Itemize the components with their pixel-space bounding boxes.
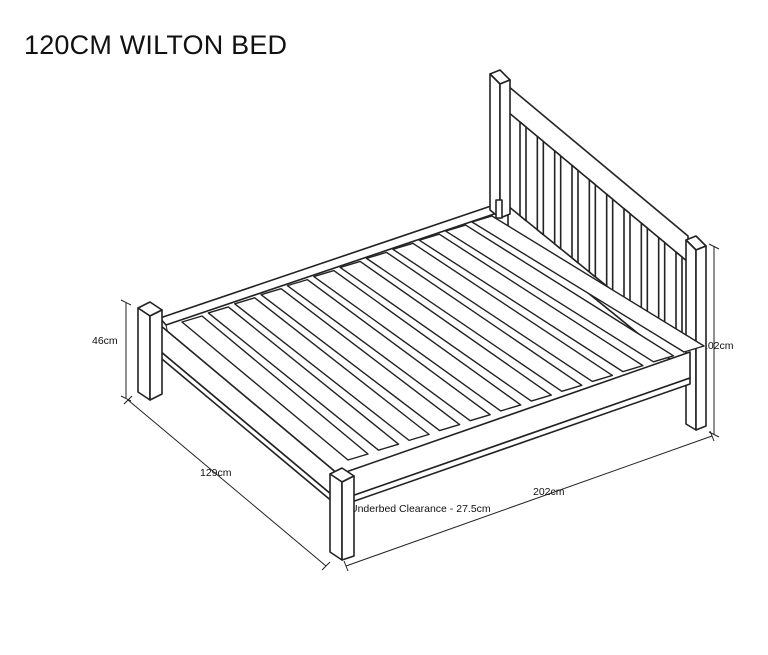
headboard-spindle: [588, 178, 597, 278]
slat: [339, 260, 552, 402]
slat: [392, 242, 614, 383]
headboard-spindle: [553, 150, 562, 250]
headboard-spindle: [536, 135, 545, 236]
foot-right-post: [329, 467, 355, 561]
underbed-clearance-label: Underbed Clearance - 27.5cm: [350, 503, 491, 515]
corner-bracket-icon: [495, 199, 503, 219]
headboard-height-label: 102cm: [702, 340, 734, 352]
length-label: 202cm: [533, 486, 565, 498]
slat: [260, 288, 461, 432]
headboard-spindle: [571, 164, 579, 264]
slat: [418, 233, 644, 373]
slat: [365, 251, 583, 392]
slat: [207, 306, 400, 451]
headboard-spindle: [605, 193, 614, 292]
headboard-spindles: [519, 121, 683, 349]
headboard-spindle: [623, 207, 631, 306]
slat: [234, 297, 430, 442]
foot-left-post: [137, 301, 163, 401]
dimension-lines: [120, 243, 720, 572]
headboard-spindle: [519, 121, 527, 222]
bed-slats: [181, 215, 705, 461]
slat: [313, 269, 522, 412]
headboard-spindle: [640, 222, 649, 320]
slat: [286, 278, 491, 422]
slat: [471, 215, 705, 353]
page-title: 120CM WILTON BED: [24, 30, 288, 60]
footend-height-label: 46cm: [92, 335, 118, 347]
slat: [181, 315, 369, 461]
slat: [444, 224, 675, 363]
